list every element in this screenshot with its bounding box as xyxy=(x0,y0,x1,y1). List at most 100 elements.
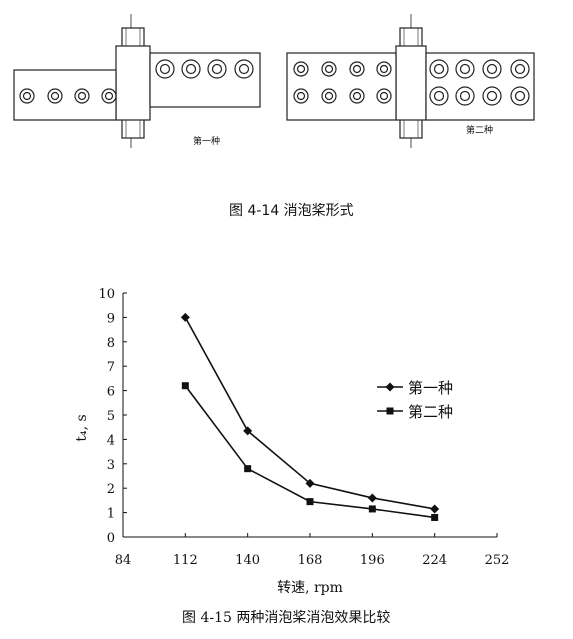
blade-hole-inner xyxy=(486,90,498,102)
x-tick-label: 224 xyxy=(422,553,447,568)
blade-hole xyxy=(510,86,530,106)
blade-hole-inner xyxy=(459,63,471,75)
data-point xyxy=(180,312,190,322)
y-tick-label: 8 xyxy=(107,336,115,351)
blade-hole-inner xyxy=(324,64,334,74)
blade-hole xyxy=(376,88,392,104)
blade-hole-inner xyxy=(379,91,389,101)
chart-axes xyxy=(122,292,498,538)
blade-hole-inner xyxy=(352,64,362,74)
blade-hole xyxy=(19,88,35,104)
blade-hole xyxy=(455,86,475,106)
blade-hole xyxy=(74,88,90,104)
blade-hole xyxy=(101,88,117,104)
data-point xyxy=(244,465,252,473)
impeller-label-2: 第二种 xyxy=(466,124,493,136)
legend-label: 第二种 xyxy=(408,403,453,421)
y-tick-label: 0 xyxy=(107,531,115,546)
blade-hole xyxy=(181,59,201,79)
y-axis-label: t₄, s xyxy=(74,414,90,441)
x-tick-label: 252 xyxy=(485,553,510,568)
blade-hole-inner xyxy=(104,91,114,101)
series-2 xyxy=(181,382,439,521)
blade-hole xyxy=(510,59,530,79)
blade-hole xyxy=(482,86,502,106)
data-point xyxy=(431,513,439,521)
blade-hole xyxy=(321,88,337,104)
y-tick-label: 2 xyxy=(107,482,115,497)
data-point xyxy=(306,498,314,506)
blade-hole-inner xyxy=(514,90,526,102)
y-tick-label: 6 xyxy=(107,385,115,400)
blade-hole-inner xyxy=(324,91,334,101)
impeller-type-1 xyxy=(13,14,261,148)
legend-marker xyxy=(385,382,395,392)
x-tick-labels: 84 112 140 168 196 224 252 xyxy=(115,553,510,568)
y-tick-labels: 0 1 2 3 4 5 6 7 8 9 10 xyxy=(98,287,115,546)
blade-hole-inner xyxy=(185,63,197,75)
blade-hole xyxy=(349,61,365,77)
y-tick-label: 7 xyxy=(107,360,115,375)
legend-label: 第一种 xyxy=(408,379,453,397)
y-tick-label: 10 xyxy=(98,287,115,302)
blade-hole-inner xyxy=(486,63,498,75)
blade-hole-inner xyxy=(50,91,60,101)
blade-hole-inner xyxy=(352,91,362,101)
blade-hole-inner xyxy=(159,63,171,75)
blade-hole xyxy=(321,61,337,77)
x-tick-label: 140 xyxy=(235,553,260,568)
blade-hole xyxy=(482,59,502,79)
blade-hole-inner xyxy=(433,90,445,102)
blade-hole-inner xyxy=(459,90,471,102)
data-point xyxy=(181,382,189,390)
impeller-figure: 第一种 第二种 xyxy=(13,14,535,148)
blade-hole xyxy=(293,61,309,77)
blade-hole xyxy=(429,59,449,79)
impeller-type-2 xyxy=(286,14,535,148)
blade-hole-inner xyxy=(77,91,87,101)
defoaming-chart: 0 1 2 3 4 5 6 7 8 9 10 84 112 140 168 196 224 252 第一种第二种… xyxy=(74,287,510,596)
blade-hole-inner xyxy=(514,63,526,75)
y-tick-label: 3 xyxy=(107,458,115,473)
blade-hole-inner xyxy=(238,63,250,75)
blade-hole xyxy=(47,88,63,104)
x-axis-label: 转速, rpm xyxy=(277,580,343,596)
blade-hole xyxy=(429,86,449,106)
data-point xyxy=(367,493,377,503)
blade-hole xyxy=(207,59,227,79)
blade-hole-inner xyxy=(296,91,306,101)
x-tick-label: 112 xyxy=(173,553,198,568)
y-tick-label: 4 xyxy=(107,433,115,448)
figure-4-14-caption: 图 4-14 消泡桨形式 xyxy=(229,203,354,219)
data-point xyxy=(243,426,253,436)
series-layer xyxy=(180,312,440,521)
blade-hole xyxy=(455,59,475,79)
data-point xyxy=(305,478,315,488)
x-tick-label: 84 xyxy=(115,553,132,568)
y-tick-label: 5 xyxy=(107,409,115,424)
y-tick-label: 9 xyxy=(107,311,115,326)
x-tick-label: 196 xyxy=(360,553,385,568)
data-point xyxy=(430,504,440,514)
series-1 xyxy=(180,312,440,514)
y-tick-label: 1 xyxy=(107,507,115,522)
impeller-label-1: 第一种 xyxy=(193,135,220,147)
figure-4-15-caption: 图 4-15 两种消泡桨消泡效果比较 xyxy=(182,610,391,626)
blade-hole-inner xyxy=(296,64,306,74)
series-line xyxy=(184,385,435,519)
blade-hole-inner xyxy=(211,63,223,75)
blade-hole xyxy=(155,59,175,79)
blade-hole xyxy=(234,59,254,79)
blade-hole xyxy=(293,88,309,104)
blade-hole-inner xyxy=(379,64,389,74)
data-point xyxy=(368,505,376,513)
blade-hole xyxy=(349,88,365,104)
blade-hole xyxy=(376,61,392,77)
blade-hole-inner xyxy=(433,63,445,75)
legend-entry-1: 第一种 xyxy=(377,379,453,397)
blade-hole-inner xyxy=(22,91,32,101)
legend-marker xyxy=(386,407,394,415)
x-tick-label: 168 xyxy=(298,553,323,568)
legend-entry-2: 第二种 xyxy=(377,403,453,421)
